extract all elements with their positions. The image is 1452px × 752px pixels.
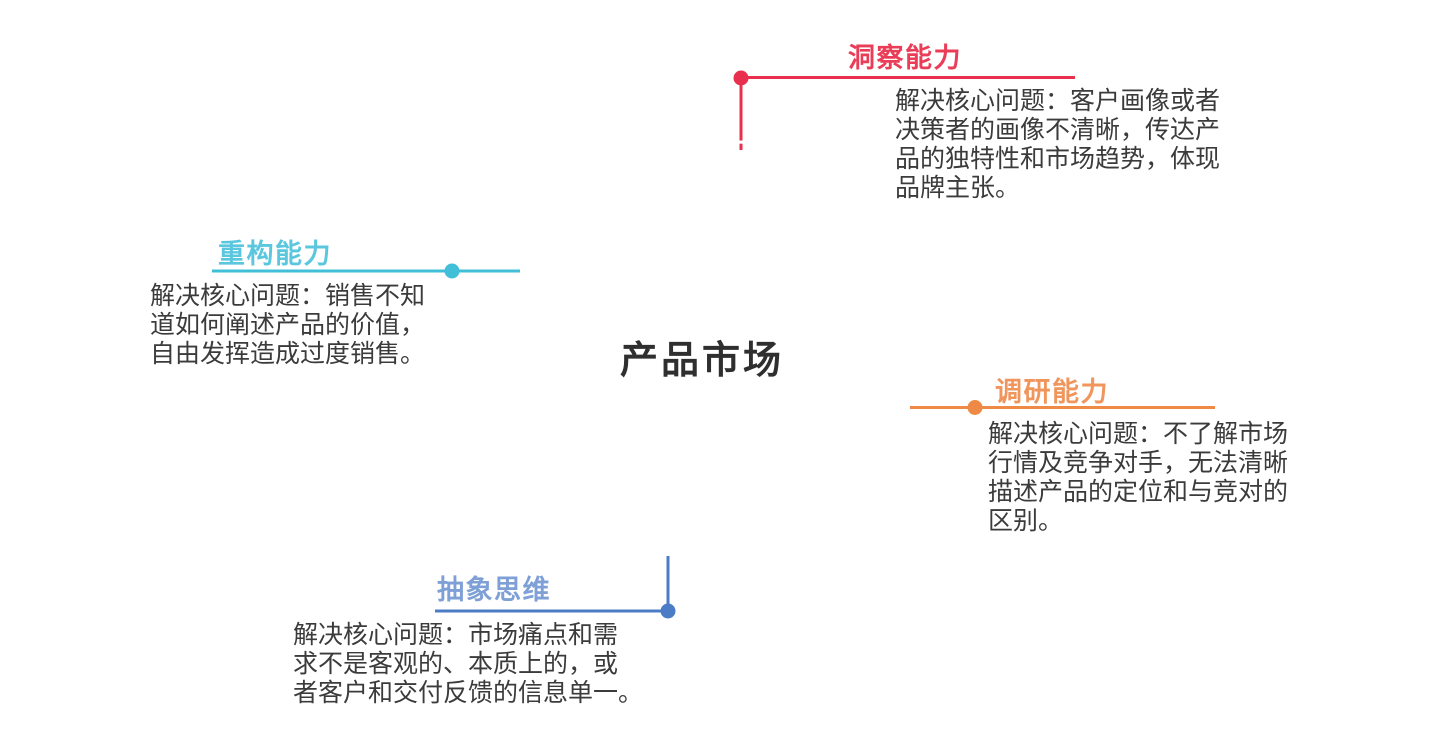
body-line: 品牌主张。	[895, 174, 1021, 202]
connector-abstract	[435, 556, 676, 619]
connector-insight-dot	[733, 70, 749, 86]
body-line: 道如何阐述产品的价值，	[150, 311, 426, 339]
body-line: 描述产品的定位和与竞对的	[988, 478, 1289, 506]
node-title-research: 调研能力	[995, 377, 1109, 407]
node-body-abstract: 解决核心问题：市场痛点和需 求不是客观的、本质上的，或 者客户和交付反馈的信息单…	[293, 621, 643, 708]
node-title-insight: 洞察能力	[848, 43, 962, 73]
body-line: 求不是客观的、本质上的，或	[293, 650, 619, 678]
body-line: 区别。	[988, 507, 1064, 535]
connector-abstract-dot	[660, 603, 676, 619]
body-line: 解决核心问题：不了解市场	[988, 420, 1289, 448]
node-body-insight: 解决核心问题：客户画像或者 决策者的画像不清晰，传达产 品的独特性和市场趋势，体…	[895, 87, 1220, 203]
body-line: 行情及竞争对手，无法清晰	[988, 449, 1289, 477]
center-label: 产品市场	[619, 340, 784, 382]
body-line: 解决核心问题：销售不知	[150, 282, 426, 310]
connector-research	[910, 400, 1215, 415]
node-title-restructure: 重构能力	[218, 239, 332, 269]
node-body-research: 解决核心问题：不了解市场 行情及竞争对手，无法清晰 描述产品的定位和与竞对的 区…	[988, 420, 1288, 536]
connector-research-dot	[967, 400, 983, 415]
body-line: 解决核心问题：客户画像或者	[895, 87, 1221, 115]
body-line: 自由发挥造成过度销售。	[150, 340, 426, 368]
body-line: 品的独特性和市场趋势，体现	[895, 145, 1221, 173]
arc-insight	[458, 108, 918, 435]
connector-restructure-dot	[444, 263, 460, 279]
body-line: 解决核心问题：市场痛点和需	[293, 621, 619, 649]
connector-restructure	[212, 263, 520, 279]
body-line: 决策者的画像不清晰，传达产	[895, 116, 1221, 144]
node-title-abstract: 抽象思维	[437, 575, 551, 605]
connector-insight	[733, 70, 1075, 150]
node-body-restructure: 解决核心问题：销售不知 道如何阐述产品的价值， 自由发挥造成过度销售。	[150, 282, 425, 369]
body-line: 者客户和交付反馈的信息单一。	[293, 679, 644, 707]
